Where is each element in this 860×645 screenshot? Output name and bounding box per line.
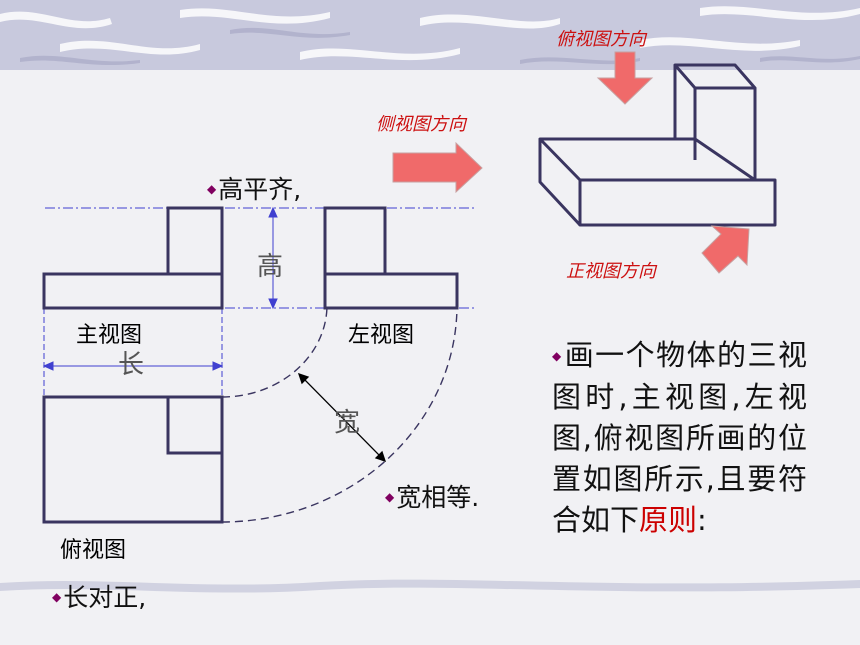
arrow-down-icon — [596, 51, 654, 105]
top-view-drawing — [42, 395, 224, 524]
diamond-bullet-icon: ◆ — [207, 182, 217, 196]
width-dimension-label: 宽 — [334, 408, 361, 438]
description-text: 画一个物体的三视图时,主视图,左视图,俯视图所画的位置如图所示,且要符合如下 — [552, 338, 807, 537]
description-paragraph: ◆画一个物体的三视图时,主视图,左视图,俯视图所画的位置如图所示,且要符合如下原… — [552, 335, 807, 541]
width-dimension-line — [297, 372, 387, 463]
length-dimension-line — [42, 361, 224, 371]
length-rule-text: 长对正, — [63, 583, 147, 612]
top-view-direction-label: 俯视图方向 — [556, 29, 646, 50]
description-accent: 原则 — [639, 503, 698, 537]
description-tail: : — [697, 503, 707, 537]
isometric-object-drawing — [538, 63, 777, 227]
left-view-label: 左视图 — [348, 323, 415, 348]
side-view-direction-label: 侧视图方向 — [376, 114, 466, 135]
diamond-bullet-icon: ◆ — [385, 490, 395, 504]
length-rule: ◆长对正, — [52, 578, 146, 614]
length-dimension-label: 长 — [118, 350, 145, 380]
height-dimension-label: 高 — [257, 252, 284, 282]
height-rule-text: 高平齐, — [218, 175, 302, 204]
left-view-drawing — [323, 206, 459, 310]
diamond-bullet-icon: ◆ — [52, 590, 62, 604]
height-dimension-line — [268, 206, 278, 310]
arrow-up-left-icon — [701, 225, 750, 274]
front-view-direction-label: 正视图方向 — [566, 261, 656, 282]
width-rule-text: 宽相等. — [396, 483, 480, 512]
front-view-label: 主视图 — [76, 323, 143, 348]
width-transfer-arcs — [221, 304, 458, 523]
arrow-right-icon — [392, 141, 483, 194]
height-rule: ◆高平齐, — [207, 170, 301, 206]
top-view-label: 俯视图 — [60, 538, 127, 563]
diamond-bullet-icon: ◆ — [552, 349, 563, 363]
width-rule: ◆宽相等. — [385, 478, 479, 514]
background-decoration — [0, 0, 860, 593]
front-view-drawing — [42, 206, 224, 310]
